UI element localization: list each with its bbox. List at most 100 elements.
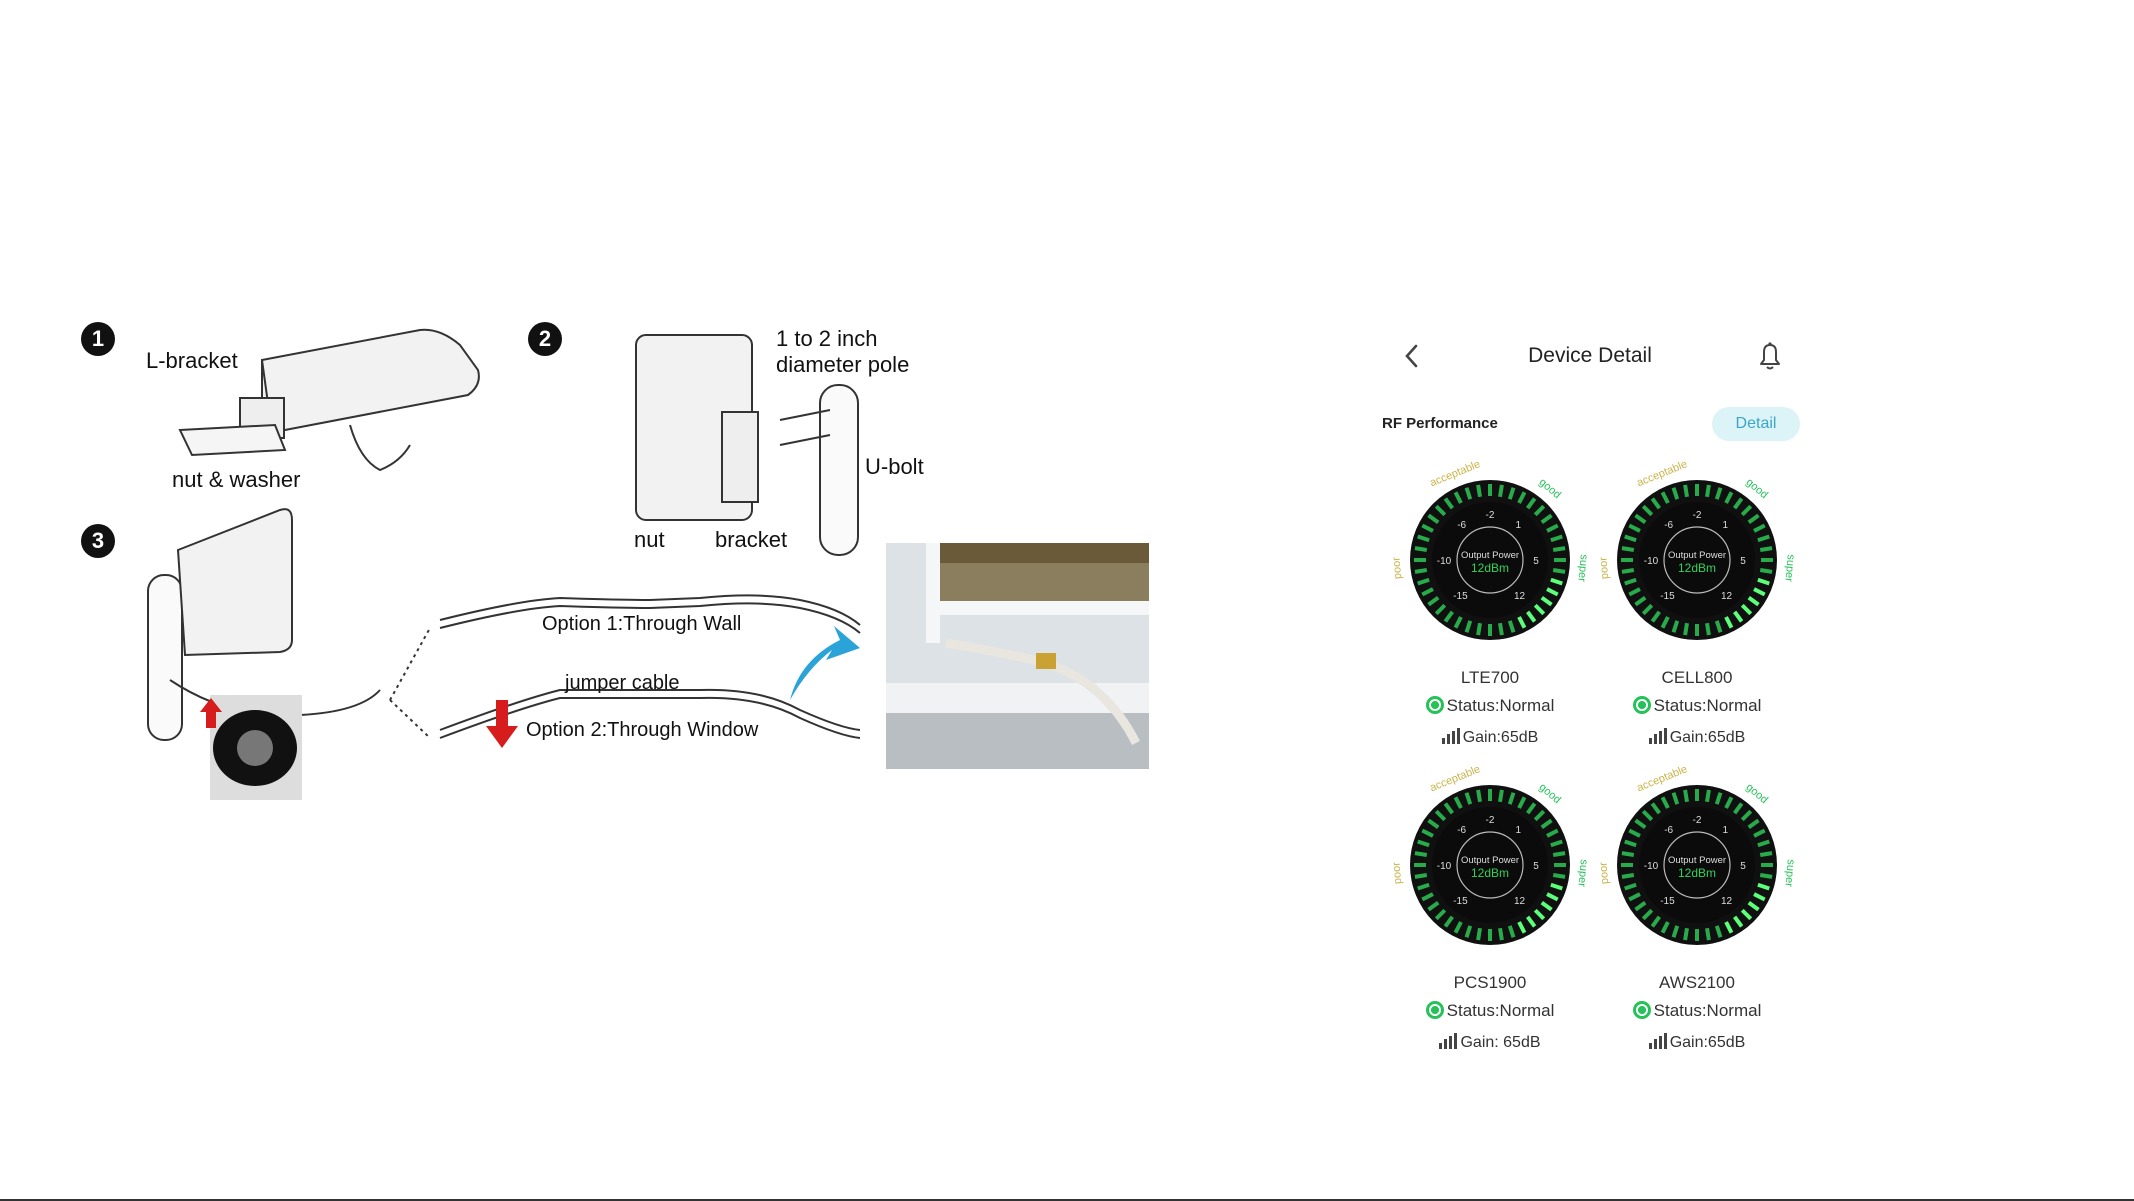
gauge-zone-label: super [1782, 554, 1796, 583]
status-line: Status:Normal [1597, 696, 1797, 716]
label-option-1: Option 1:Through Wall [542, 613, 742, 635]
gauge-segment [1498, 789, 1504, 803]
gauge-segment [1443, 497, 1454, 510]
gauge-segment [1443, 915, 1454, 928]
gauge-segment [1414, 546, 1428, 552]
gauge-segment [1634, 901, 1647, 912]
gauge-zone-label: poor [1597, 556, 1611, 579]
gauge-segment [1757, 839, 1770, 848]
gauge-segment [1740, 809, 1753, 822]
gauge-segment [1753, 587, 1766, 597]
gauge-segment [1671, 792, 1680, 805]
gauge-segment [1740, 908, 1753, 921]
gauge-segment [1740, 603, 1753, 616]
gauge-zone-label: good [1744, 781, 1770, 806]
installation-guide: 1 2 3 L-bracket nut & washer 1 to 2 inch… [81, 322, 1149, 800]
gauge-segment [1421, 523, 1434, 533]
gauge-segment [1464, 792, 1473, 805]
gauge-zone-label: poor [1597, 861, 1611, 884]
gauge-segment [1526, 915, 1537, 928]
gauge-tick-label: 5 [1533, 861, 1539, 872]
gauge-segment [1733, 915, 1744, 928]
detail-button[interactable]: Detail [1712, 407, 1800, 441]
gauge-segment [1427, 901, 1440, 912]
label-nut-washer: nut & washer [172, 467, 301, 492]
gauge-tick-label: -10 [1644, 556, 1659, 567]
gauge-segment [1747, 818, 1760, 829]
gauge-segment [1546, 523, 1559, 533]
gauge-tick-label: -15 [1453, 591, 1468, 602]
status-text: Status:Normal [1446, 1001, 1555, 1020]
gauge-tick-label: -6 [1457, 825, 1466, 836]
gauge-tick-label: -2 [1693, 815, 1702, 826]
gauge-segment [1757, 577, 1770, 586]
gauge-segment [1434, 603, 1447, 616]
step-1-badge: 1 [81, 322, 115, 356]
gauge-segment [1660, 491, 1670, 504]
gauge-segment [1464, 620, 1473, 633]
gauge-tick-label: -6 [1664, 825, 1673, 836]
gauge-tick-label: -2 [1486, 510, 1495, 521]
gauge-segment [1476, 927, 1482, 941]
gauge-segment [1634, 513, 1647, 524]
gain-line: Gain: 65dB [1390, 1033, 1590, 1052]
gauge-segment [1517, 796, 1527, 809]
gauge-segment [1650, 497, 1661, 510]
gauge-segment [1624, 882, 1637, 891]
gauge-segment [1507, 792, 1516, 805]
gauge-segment [1634, 818, 1647, 829]
status-ok-icon [1632, 696, 1651, 714]
status-ok-icon [1425, 696, 1444, 714]
gauge-segment [1747, 596, 1760, 607]
gauge-zone-label: super [1782, 859, 1796, 888]
signal-bars-icon [1648, 1033, 1667, 1049]
chevron-left-icon[interactable] [1400, 342, 1424, 370]
gauge-segment [1733, 497, 1744, 510]
gauge-segment [1533, 504, 1546, 517]
gauge-segment [1546, 828, 1559, 838]
window-cable-photo [886, 543, 1149, 769]
gauge-segment [1628, 828, 1641, 838]
gauge-segment [1453, 616, 1463, 629]
gain-text: Gain:65dB [1669, 1034, 1746, 1051]
gauge-segment [1421, 828, 1434, 838]
label-pole: 1 to 2 inch [776, 326, 878, 351]
gauge-segment [1443, 802, 1454, 815]
gauge-segment [1453, 796, 1463, 809]
gauge-segment [1550, 534, 1563, 543]
gauge-segment [1464, 925, 1473, 938]
gauge-segment [1671, 925, 1680, 938]
gauge-segment [1747, 901, 1760, 912]
gauge-zone-label: good [1537, 781, 1563, 806]
gauge-segment [1660, 921, 1670, 934]
gauge-segment [1641, 809, 1654, 822]
bell-icon[interactable] [1755, 340, 1785, 372]
gauge-segment [1628, 523, 1641, 533]
status-text: Status:Normal [1653, 696, 1762, 715]
installation-drawing [147, 328, 861, 800]
page-title: Device Detail [1528, 344, 1652, 367]
label-option-2: Option 2:Through Window [526, 719, 759, 741]
gauge-segment [1641, 603, 1654, 616]
gauge-segment [1641, 504, 1654, 517]
gauge-segment [1417, 534, 1430, 543]
gauge-segment [1705, 622, 1711, 636]
gauge-segment [1705, 927, 1711, 941]
gauge-zone-label: good [1537, 476, 1563, 501]
band-name: LTE700 [1460, 668, 1520, 687]
gauge-tick-label: -2 [1486, 815, 1495, 826]
gauge-zone-label: super [1575, 554, 1589, 583]
gauge-segment [1759, 851, 1773, 857]
gauge-segment [1476, 622, 1482, 636]
gain-line: Gain:65dB [1390, 728, 1590, 747]
gauge-segment [1546, 587, 1559, 597]
gauge-center-label: Output Power [1461, 550, 1519, 561]
step-3-badge: 3 [81, 524, 115, 558]
gauge-center-label: Output Power [1668, 550, 1726, 561]
